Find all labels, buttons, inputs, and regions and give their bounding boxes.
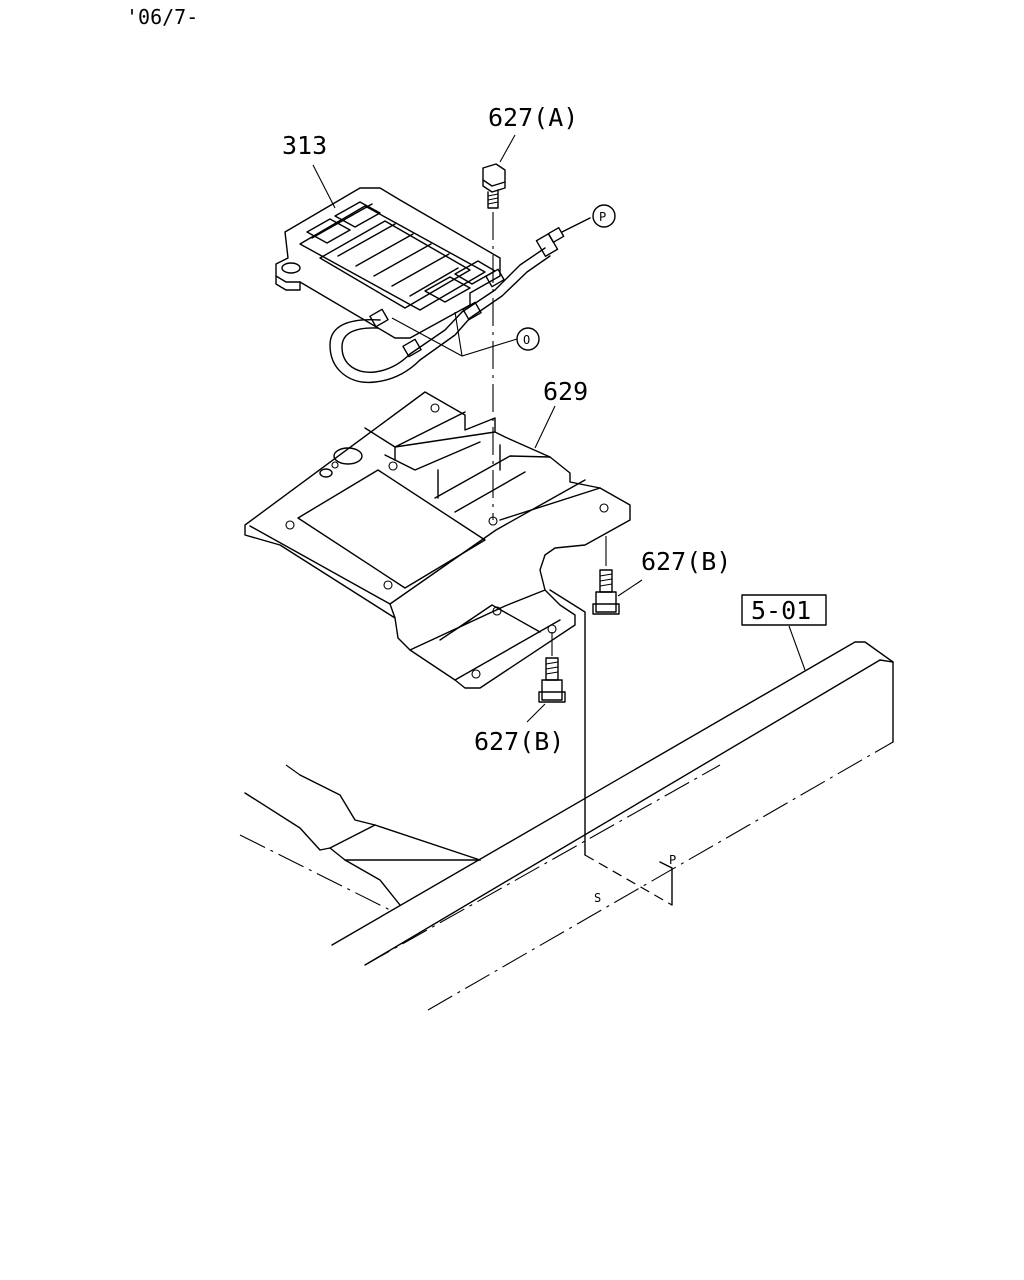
frame-mark-p: P xyxy=(669,853,676,867)
date-code: '06/7- xyxy=(126,5,198,29)
frame-rail-5-01: 5-01 P S xyxy=(239,589,894,1011)
callout-629: 629 xyxy=(543,377,588,406)
callout-313: 313 xyxy=(282,131,327,160)
svg-text:P: P xyxy=(599,210,606,224)
bolt-627b-right: 627(B) xyxy=(592,536,731,615)
callout-circle-p: P xyxy=(592,204,616,228)
callout-circle-o: O xyxy=(391,311,540,357)
callout-627a: 627(A) xyxy=(488,103,578,132)
callout-627b-bottom: 627(B) xyxy=(474,727,564,756)
callout-627b-right: 627(B) xyxy=(641,547,731,576)
frame-mark-s: S xyxy=(594,891,601,905)
bolt-627b-bottom: 627(B) xyxy=(474,632,566,756)
cooler-assembly-313: 313 xyxy=(275,131,591,384)
callout-5-01: 5-01 xyxy=(751,596,811,625)
bolt-627a: 627(A) xyxy=(482,103,578,209)
svg-text:O: O xyxy=(523,333,530,347)
mounting-bracket-629: 629 xyxy=(244,377,631,689)
